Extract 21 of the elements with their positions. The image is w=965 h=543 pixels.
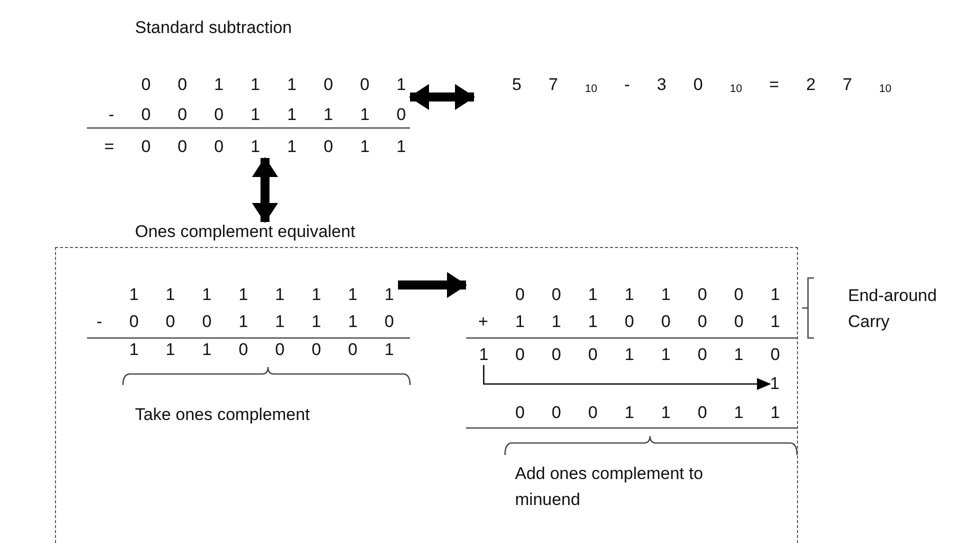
note: End-around Carry (848, 285, 938, 333)
digit-row: 0 0 0 1 1 0 1 1 (515, 403, 780, 423)
digit: 1 (479, 345, 488, 365)
block-arrow (409, 84, 475, 110)
digit: 1 (770, 374, 780, 394)
heading: Standard subtraction (135, 18, 292, 38)
heading: Ones complement equivalent (135, 222, 356, 242)
carry-arrow (483, 365, 771, 390)
digit-row: 1 1 1 0 0 0 0 1 (129, 340, 394, 360)
digit-row: 0 0 1 1 1 0 0 1 (141, 75, 406, 95)
digit-row: 1 1 1 1 1 1 1 1 (129, 285, 394, 305)
block-arrow (252, 157, 278, 223)
digit-row: 0 0 0 1 1 0 1 0 (515, 345, 780, 365)
digit-row: - 0 0 0 1 1 1 1 0 (108, 105, 406, 125)
digit-row: 0 0 1 1 1 0 0 1 (515, 285, 780, 305)
digit-row: = 0 0 0 1 1 0 1 1 (104, 137, 406, 157)
digit-row: + 1 1 1 0 0 0 0 1 (478, 312, 780, 332)
digit-row: - 0 0 0 1 1 1 1 0 (96, 312, 394, 332)
note: Take ones complement (135, 404, 310, 426)
block-arrow (398, 272, 467, 298)
note: Add ones complement to minuend (515, 463, 704, 511)
